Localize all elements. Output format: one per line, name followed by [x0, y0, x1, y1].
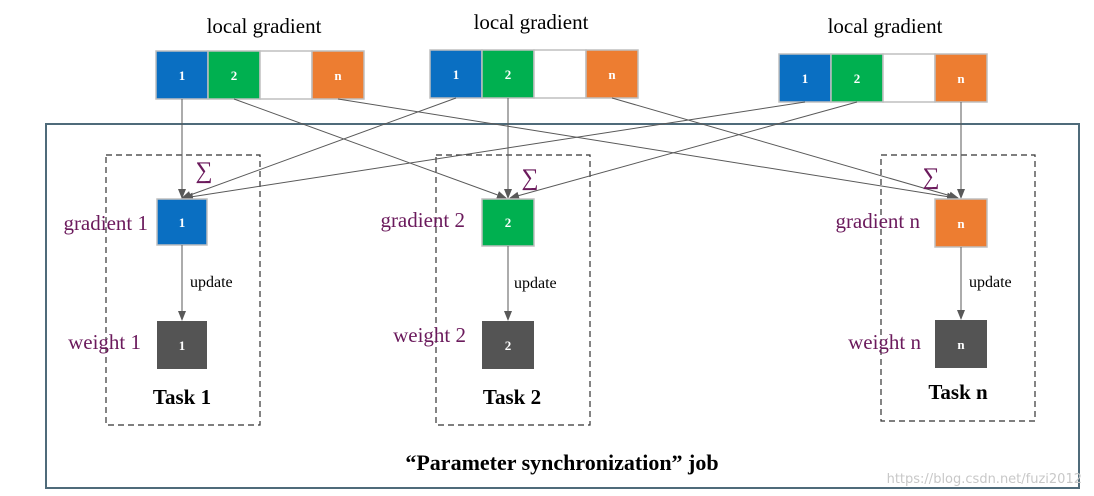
- job-title: “Parameter synchronization” job: [405, 450, 718, 475]
- sum-icon-n: ∑: [922, 164, 939, 190]
- worker-1-cell-3: [259, 50, 313, 100]
- worker-1-cell-1-text: 1: [179, 68, 186, 83]
- worker-1-label: local gradient: [207, 14, 322, 38]
- arrow-w3-to-g1: [183, 101, 806, 201]
- worker-3-strip: 1 2 n: [778, 53, 988, 103]
- worker-3-cell-1-text: 1: [802, 71, 809, 86]
- worker-3-cell-4: [934, 53, 988, 103]
- update-label-2: update: [514, 275, 557, 292]
- gradient-label-n: gradient n: [835, 209, 920, 233]
- arrow-w3-to-g2: [509, 101, 858, 200]
- worker-1-cell-2-text: 2: [231, 68, 238, 83]
- update-label-n: update: [969, 274, 1012, 291]
- worker-2-cell-3: [533, 49, 587, 99]
- worker-3-cell-2-text: 2: [854, 71, 861, 86]
- gradient-label-2: gradient 2: [380, 208, 465, 232]
- arrow-w1-to-gn: [337, 98, 957, 201]
- task-label-1: Task 1: [153, 385, 211, 409]
- weight-box-2-text: 2: [505, 338, 512, 353]
- weight-box-1-text: 1: [179, 338, 186, 353]
- task-label-n: Task n: [928, 380, 988, 404]
- sum-icon-2: ∑: [521, 165, 538, 191]
- update-label-1: update: [190, 274, 233, 291]
- worker-2-cell-1: [429, 49, 483, 99]
- weight-box-n: [935, 320, 987, 368]
- arrow-w1-to-g2: [233, 98, 507, 199]
- gradient-box-2-text: 2: [505, 215, 512, 230]
- job-frame: [45, 123, 1080, 489]
- task-box-1: [105, 154, 261, 426]
- gradient-box-1: [156, 198, 208, 246]
- worker-1-cell-4: [311, 50, 365, 100]
- worker-1-cell-4-text: n: [334, 68, 342, 83]
- weight-label-n: weight n: [848, 330, 921, 354]
- weight-box-n-text: n: [957, 337, 965, 352]
- worker-2-cell-4: [585, 49, 639, 99]
- worker-3-cell-1: [778, 53, 832, 103]
- gradient-label-1: gradient 1: [63, 211, 148, 235]
- reduce-arrows: [178, 97, 965, 201]
- worker-3-cell-4-text: n: [957, 71, 965, 86]
- arrow-w2-to-g1: [181, 97, 457, 199]
- gradient-box-n-text: n: [957, 216, 965, 231]
- worker-1-strip: 1 2 n: [155, 50, 365, 100]
- arrow-w2-to-gn: [611, 97, 959, 200]
- task-label-2: Task 2: [483, 385, 541, 409]
- weight-box-2: [482, 321, 534, 369]
- weight-box-1: [157, 321, 207, 369]
- gradient-box-2: [481, 198, 535, 247]
- task-box-2: [435, 154, 591, 426]
- weight-label-2: weight 2: [393, 323, 466, 347]
- watermark-text: https://blog.csdn.net/fuzi2012: [887, 472, 1082, 487]
- weight-label-1: weight 1: [68, 330, 141, 354]
- worker-2-cell-4-text: n: [608, 67, 616, 82]
- worker-2-strip: 1 2 n: [429, 49, 639, 99]
- worker-2-cell-2-text: 2: [505, 67, 512, 82]
- worker-2-cell-1-text: 1: [453, 67, 460, 82]
- sum-icon-1: ∑: [195, 158, 212, 184]
- worker-3-cell-3: [882, 53, 936, 103]
- gradient-box-1-text: 1: [179, 215, 186, 230]
- worker-2-label: local gradient: [474, 10, 589, 34]
- worker-3-label: local gradient: [828, 14, 943, 38]
